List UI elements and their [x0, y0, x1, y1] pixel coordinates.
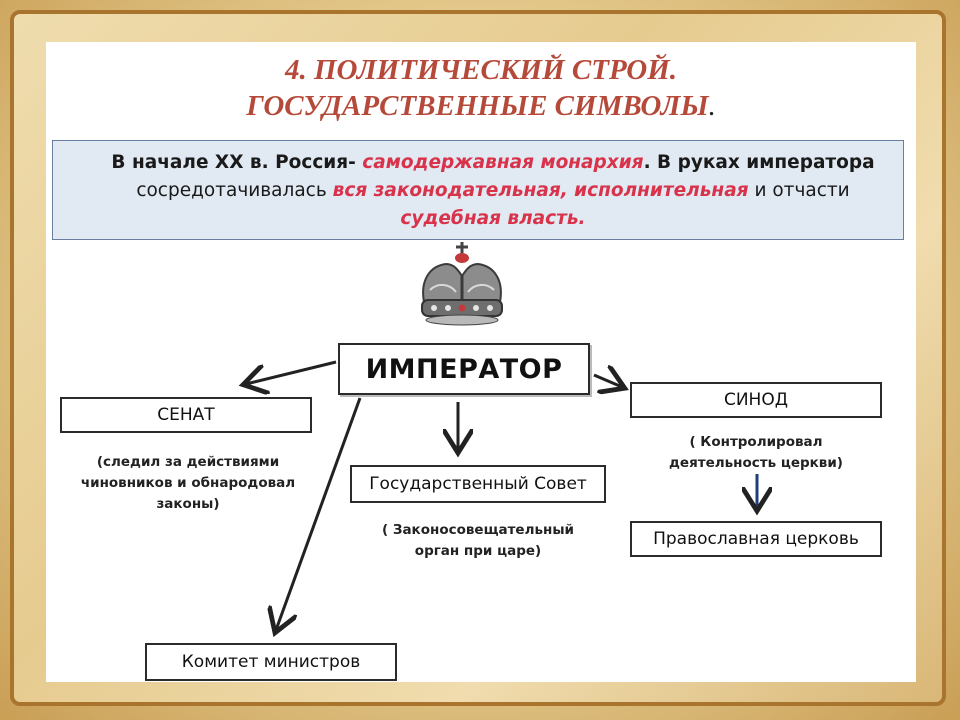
- note-state-council: ( Законосовещательный орган при царе): [381, 522, 575, 559]
- node-orthodox-church: Православная церковь: [630, 521, 882, 557]
- node-emperor: ИМПЕРАТОР: [338, 343, 590, 395]
- intro-text-box: В начале XX в. Россия- самодержавная мон…: [52, 140, 904, 240]
- arrow-to-committee: [276, 397, 362, 630]
- title-line-1: 4. ПОЛИТИЧЕСКИЙ СТРОЙ.: [284, 54, 678, 86]
- arrow-to-senate: [246, 360, 337, 384]
- title-period: .: [708, 90, 716, 122]
- node-state-council: Государственный Совет: [350, 465, 606, 503]
- intro-part-6: и отчасти: [748, 180, 850, 201]
- note-synod: ( Контролировал деятельность церкви): [669, 434, 843, 471]
- node-synod: СИНОД: [630, 382, 882, 418]
- intro-part-3: . В руках императора: [643, 152, 875, 173]
- imperial-crown-icon: [421, 242, 503, 326]
- node-senate: СЕНАТ: [60, 397, 312, 433]
- node-committee-of-ministers: Комитет министров: [145, 643, 397, 681]
- intro-highlight-powers: вся законодательная, исполнительная: [332, 180, 749, 201]
- intro-part-1: В начале XX в. Россия-: [111, 152, 363, 173]
- title-line-2: ГОСУДАРСТВЕННЫЕ СИМВОЛЫ: [246, 90, 709, 122]
- slide-title: 4. ПОЛИТИЧЕСКИЙ СТРОЙ. ГОСУДАРСТВЕННЫЕ С…: [46, 52, 916, 124]
- intro-highlight-monarchy: самодержавная монархия: [362, 152, 644, 173]
- intro-highlight-judicial: судебная власть.: [400, 208, 586, 229]
- arrow-to-synod: [593, 375, 622, 387]
- intro-part-4: сосредотачивалась: [136, 180, 333, 201]
- note-senate: (следил за действиями чиновников и обнар…: [80, 454, 296, 512]
